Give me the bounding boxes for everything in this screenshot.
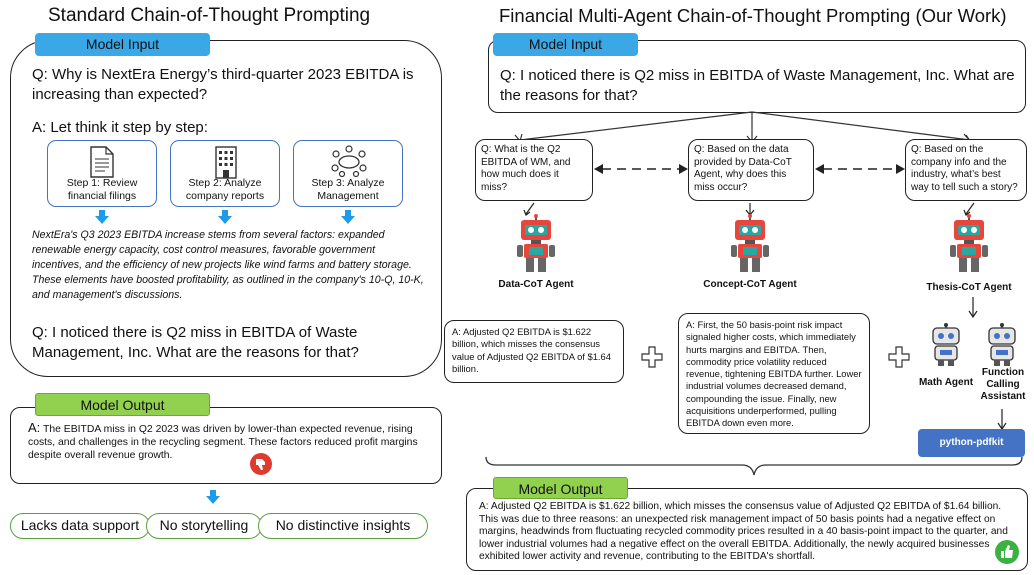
fan-connector [514,111,971,143]
connector-arrow [997,409,1007,430]
tool-python-pdfkit: python-pdfkit [918,429,1025,457]
meeting-icon [330,144,368,182]
critique-pill-2: No storytelling [146,513,262,539]
left-reasoning-text: NextEra's Q3 2023 EBITDA increase stems … [32,229,424,301]
arrow-down-icon [218,210,232,224]
left-input-tab: Model Input [35,33,210,56]
thumbs-down-icon [250,453,272,480]
agent-label-concept: Concept-CoT Agent [703,279,797,290]
right-question: Q: I noticed there is Q2 miss in EBITDA … [500,67,1015,104]
agent-label-thesis: Thesis-CoT Agent [926,282,1012,293]
plus-icon [888,346,910,373]
left-output-box [10,407,442,484]
dashed-connector [594,164,688,174]
plus-icon [641,346,663,373]
connector-arrow [523,202,535,216]
connector-arrow [968,297,978,318]
step-label-3: Step 3: Analyze Management [311,177,385,202]
step-label-2: Step 2: Analyze company reports [185,177,265,202]
step-label-1: Step 1: Review financial filings [66,177,138,202]
robot-icon [985,323,1019,372]
critique-pill-1: Lacks data support [10,513,150,539]
left-input-box [10,40,442,377]
thumbs-up-icon [995,540,1019,569]
robot-icon [949,214,989,279]
right-output-tab: Model Output [493,477,628,499]
answer-data-box: A: Adjusted Q2 EBITDA is $1.622 billion,… [444,320,624,383]
building-icon [211,145,241,183]
document-icon [89,146,115,182]
brace-connector [485,456,1023,476]
step-box-2: Step 2: Analyze company reports [170,140,280,207]
robot-icon [516,214,556,279]
arrow-down-icon [206,490,220,504]
left-title: Standard Chain-of-Thought Prompting [48,5,371,26]
agent-question-concept: Q: Based on the data provided by Data-Co… [688,139,814,201]
right-output-text: A: Adjusted Q2 EBITDA is $1.622 billion,… [479,501,1008,563]
left-question-1: Q: Why is NextEra Energy’s third-quarter… [32,66,414,103]
left-output-tab-label: Model Output [80,397,165,413]
arrow-down-icon [341,210,355,224]
left-output-body: The EBITDA miss in Q2 2023 was driven by… [28,424,418,462]
math-agent-label: Math Agent [918,377,974,388]
critique-pill-3: No distinctive insights [258,513,428,539]
agent-question-thesis: Q: Based on the company info and the ind… [905,139,1027,201]
right-input-tab: Model Input [493,33,638,56]
dashed-connector [815,164,905,174]
right-output-box [466,488,1028,571]
left-answer-intro: A: Let think it step by step: [32,119,208,136]
left-output-text: A: The EBITDA miss in Q2 2023 was driven… [28,421,423,463]
left-output-prefix: A: [28,420,41,435]
connector-arrow [963,202,975,216]
robot-icon [929,323,963,372]
arrow-down-icon [95,210,109,224]
step-box-3: Step 3: Analyze Management [293,140,403,207]
right-title: Financial Multi-Agent Chain-of-Thought P… [499,5,1007,26]
robot-icon [730,214,770,279]
step-box-1: Step 1: Review financial filings [47,140,157,207]
answer-concept-box: A: First, the 50 basis-point risk impact… [678,313,870,434]
left-question-2: Q: I noticed there is Q2 miss in EBITDA … [32,324,359,361]
left-output-tab: Model Output [35,393,210,416]
agent-label-data: Data-CoT Agent [498,279,574,290]
function-agent-label: Function Calling Assistant [980,367,1026,402]
agent-question-data: Q: What is the Q2 EBITDA of WM, and how … [475,139,593,201]
